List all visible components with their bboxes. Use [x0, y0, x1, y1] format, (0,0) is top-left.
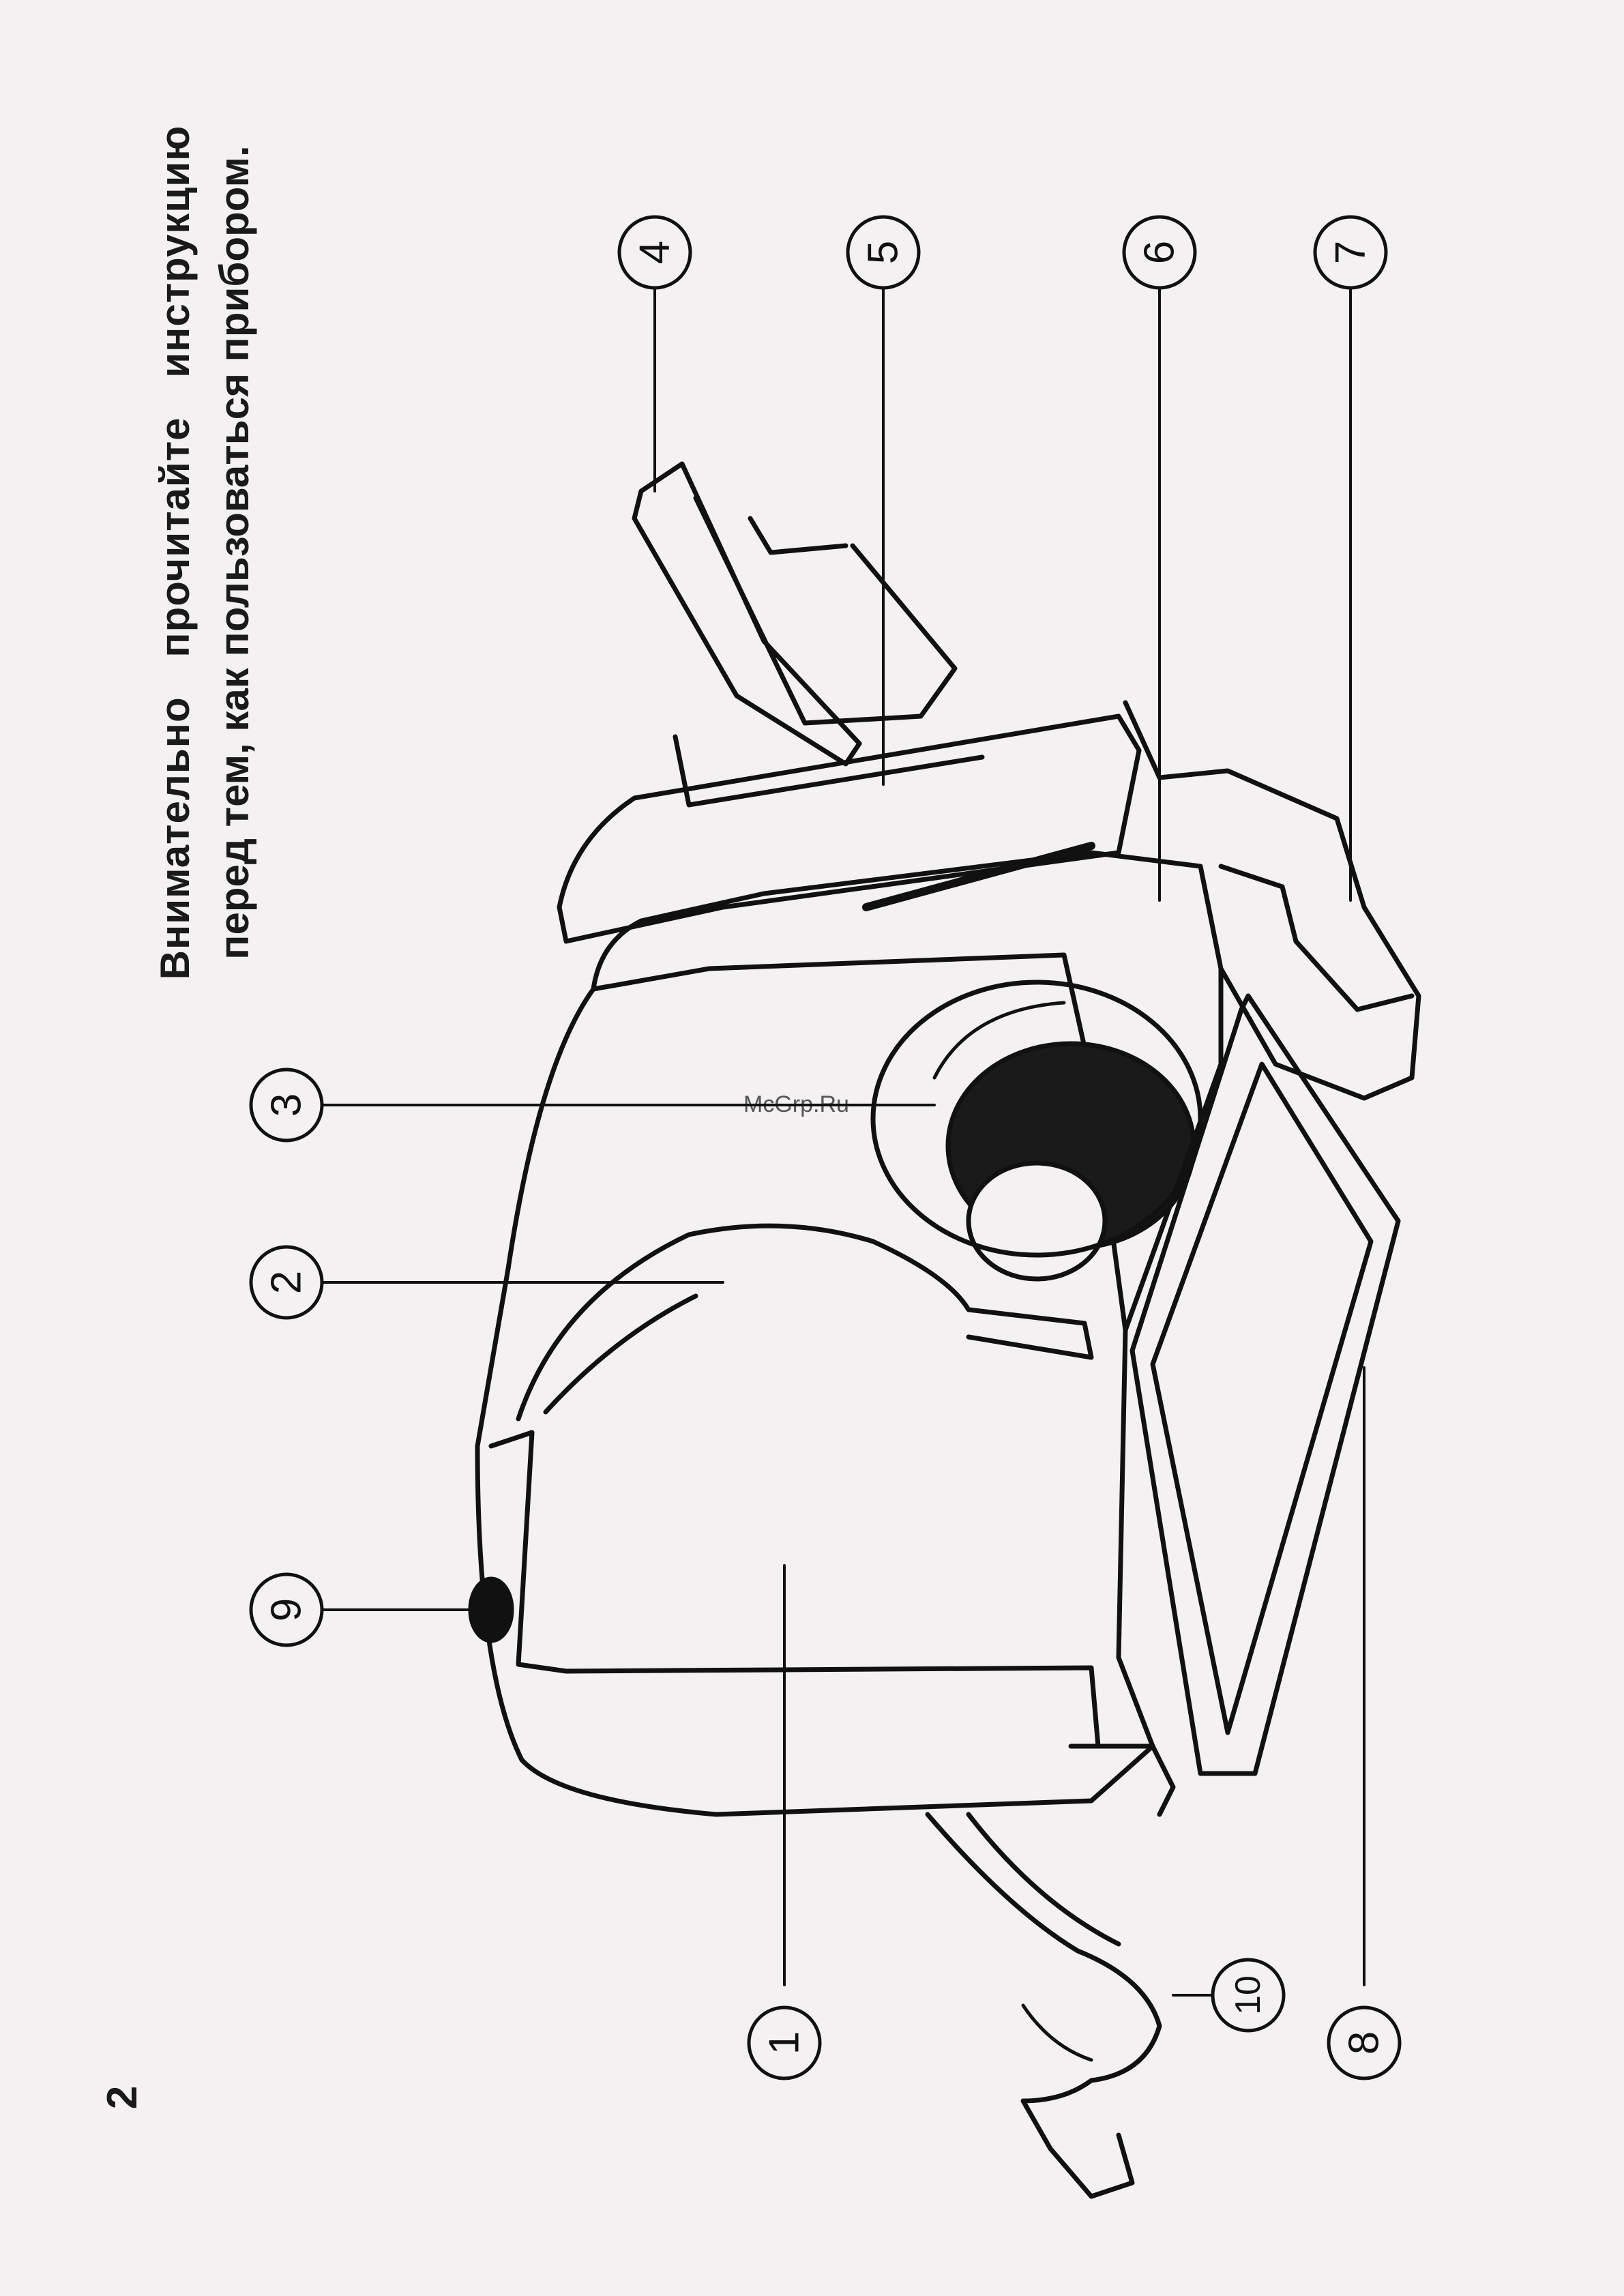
- callout-label-9: 9: [263, 1598, 310, 1621]
- callout-label-1: 1: [761, 2031, 808, 2055]
- housing-front-panel: [566, 1668, 1098, 1746]
- callout-label-10: 10: [1228, 1975, 1268, 2015]
- food-pusher: [634, 464, 859, 764]
- housing-lower-band: [1071, 1746, 1173, 1814]
- callout-label-5: 5: [860, 241, 907, 264]
- guard-inner-edge: [546, 1296, 696, 1412]
- power-cord: [928, 1814, 1160, 2196]
- callout-label-4: 4: [632, 241, 679, 264]
- pusher-bar: [750, 518, 846, 553]
- power-plug: [1023, 2005, 1091, 2060]
- food-carriage: [559, 716, 1139, 941]
- callout-label-3: 3: [263, 1093, 310, 1117]
- callout-label-2: 2: [263, 1271, 310, 1294]
- callout-label-8: 8: [1341, 2031, 1388, 2055]
- callout-label-6: 6: [1136, 241, 1183, 264]
- dial-knob: [969, 1163, 1105, 1279]
- callout-label-7: 7: [1327, 241, 1374, 264]
